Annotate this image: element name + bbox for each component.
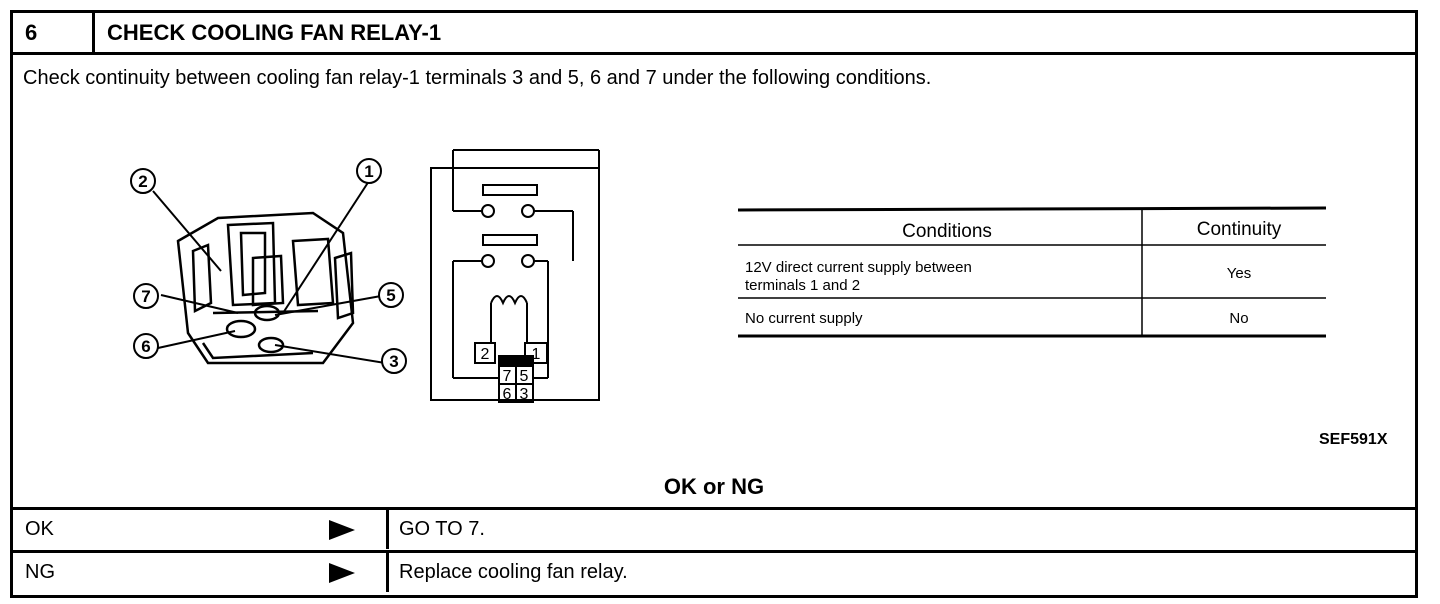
row1-condition-line2: terminals 1 and 2 bbox=[745, 277, 860, 294]
callout-1-label: 1 bbox=[364, 162, 373, 181]
callout-5-label: 5 bbox=[386, 286, 395, 305]
relay-schematic bbox=[430, 149, 600, 403]
callout-2-label: 2 bbox=[138, 172, 147, 191]
callout-7-circle bbox=[133, 283, 159, 309]
callout-3-circle bbox=[381, 348, 407, 374]
row2-continuity: No bbox=[1229, 310, 1248, 327]
row2-condition-line1: No current supply bbox=[745, 310, 863, 327]
schematic-terminal-5: 5 bbox=[520, 368, 529, 385]
schematic-terminal-1: 1 bbox=[532, 346, 541, 363]
result-row-ok: OK GO TO 7. bbox=[13, 507, 1415, 549]
relay-connector-illustration bbox=[176, 211, 355, 365]
result-action-ng: Replace cooling fan relay. bbox=[399, 561, 628, 583]
row-divider bbox=[386, 553, 389, 592]
result-action-ok: GO TO 7. bbox=[399, 518, 485, 540]
arrow-right-icon bbox=[329, 563, 355, 583]
step-header: 6 CHECK COOLING FAN RELAY-1 bbox=[13, 13, 1415, 55]
procedure-frame: 6 CHECK COOLING FAN RELAY-1 Check contin… bbox=[10, 10, 1418, 598]
arrow-right-icon bbox=[329, 520, 355, 540]
schematic-terminal-3: 3 bbox=[520, 386, 529, 403]
row-divider bbox=[386, 510, 389, 549]
step-title: CHECK COOLING FAN RELAY-1 bbox=[107, 20, 442, 45]
step-number: 6 bbox=[13, 13, 95, 52]
callout-1-circle bbox=[356, 158, 382, 184]
figure-code: SEF591X bbox=[1319, 431, 1388, 448]
result-prompt: OK or NG bbox=[663, 474, 765, 499]
callout-2-circle bbox=[130, 168, 156, 194]
row1-condition-line1: 12V direct current supply between bbox=[745, 259, 972, 276]
result-key-ok: OK bbox=[25, 518, 54, 540]
connector-callouts bbox=[130, 158, 407, 374]
conditions-table bbox=[737, 206, 1327, 338]
callout-6-circle bbox=[133, 333, 159, 359]
relay-figure: 2 1 7 5 6 3 bbox=[130, 149, 1327, 403]
callout-7-label: 7 bbox=[141, 287, 150, 306]
col-header-continuity: Continuity bbox=[1197, 219, 1282, 240]
callout-5-circle bbox=[378, 282, 404, 308]
schematic-terminal-2: 2 bbox=[481, 346, 490, 363]
row1-continuity: Yes bbox=[1227, 265, 1251, 282]
col-header-conditions: Conditions bbox=[902, 221, 992, 242]
result-key-ng: NG bbox=[25, 561, 55, 583]
callout-6-label: 6 bbox=[141, 337, 150, 356]
callout-3-label: 3 bbox=[389, 352, 398, 371]
schematic-terminal-6: 6 bbox=[503, 386, 512, 403]
result-row-ng: NG Replace cooling fan relay. bbox=[13, 550, 1415, 592]
instruction-text: Check continuity between cooling fan rel… bbox=[23, 67, 932, 89]
schematic-terminal-7: 7 bbox=[503, 368, 512, 385]
